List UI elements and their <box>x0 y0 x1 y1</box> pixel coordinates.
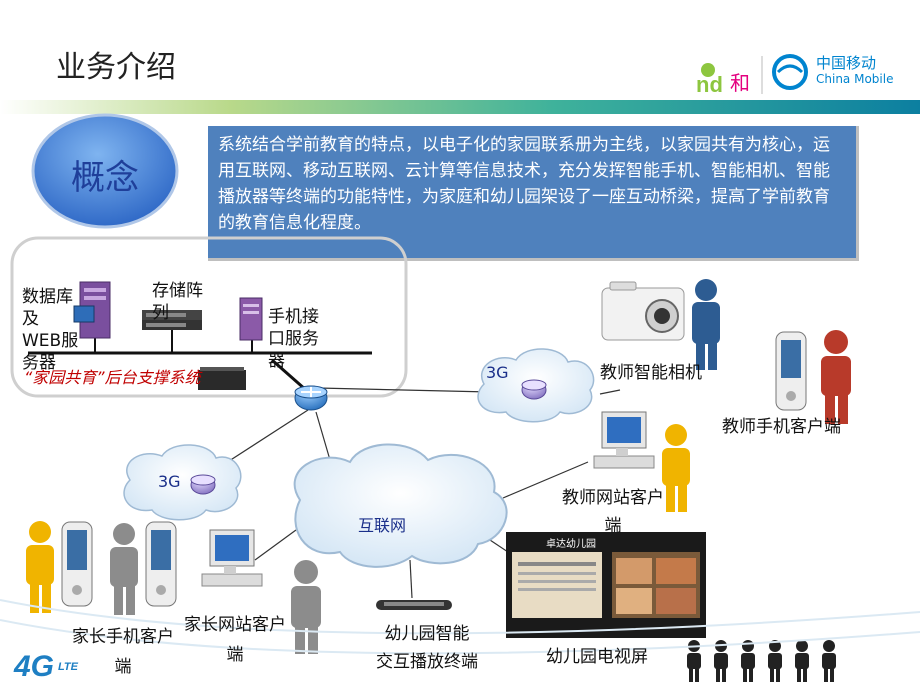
gateway-device-icon <box>198 370 246 390</box>
brand-cn: 中国移动 <box>816 54 877 72</box>
teacher-figure-yellow-icon <box>662 424 690 512</box>
brand-logo: nd 和 <box>692 52 892 97</box>
concept-badge <box>31 113 179 229</box>
svg-text:nd: nd <box>696 72 723 96</box>
teacher-web-label: 教师网站客户 端 <box>562 488 664 536</box>
header-divider <box>0 100 920 114</box>
teacher-pc-icon <box>593 411 655 469</box>
phone-server-label: 手机接 口服务 器 <box>268 307 319 371</box>
3g-left-label: 3G <box>158 472 181 491</box>
db-server-icon <box>73 281 111 339</box>
storage-array-icon <box>142 310 202 330</box>
backend-frame <box>10 236 408 398</box>
svg-text:和: 和 <box>730 71 750 95</box>
parent-figure-gray2-icon <box>291 560 321 654</box>
parent-figure-gray-icon <box>110 523 138 615</box>
crowd-icon <box>687 640 836 682</box>
internet-label: 互联网 <box>358 516 407 535</box>
backend-caption: “家园共育”后台支撑系统 <box>24 368 201 387</box>
teacher-figure-blue-icon <box>692 279 720 370</box>
concept-label: 概念 <box>71 158 139 198</box>
3g-cloud-right-icon <box>477 348 595 423</box>
teacher-camera-icon <box>601 281 685 341</box>
china-mobile-logo-icon: nd 和 <box>696 54 808 97</box>
parent-figure-yellow-icon <box>26 521 54 613</box>
teacher-phone-label: 教师手机客户端 <box>722 417 841 437</box>
concept-text: 系统结合学前教育的特点，以电子化的家园联系册为主线，以家园共有为核心，运用互联网… <box>218 135 830 233</box>
brand-en: China Mobile <box>816 72 894 86</box>
parent-phone-label: 家长手机客户 端 <box>72 627 174 677</box>
kg-tv-icon <box>506 532 706 638</box>
internet-cloud-icon <box>293 443 508 568</box>
parent-web-label: 家长网站客户 端 <box>184 615 286 665</box>
tv-screen-title: 卓达幼儿园 <box>546 539 596 550</box>
parent-pc-icon <box>201 529 263 587</box>
concept-box <box>208 126 859 261</box>
router-icon <box>294 385 328 411</box>
parent-phone-1-icon <box>61 521 93 607</box>
svg-text:4G: 4G <box>13 650 54 683</box>
teacher-figure-red-icon <box>821 330 851 424</box>
teacher-camera-label: 教师智能相机 <box>600 363 702 383</box>
parent-phone-2-icon <box>145 521 177 607</box>
db-server-label: 数据库 及 WEB服 务器 <box>22 287 79 373</box>
kg-terminal-label: 幼儿园智能 交互播放终端 <box>376 624 478 672</box>
phone-server-icon <box>239 297 263 341</box>
kg-tv-label: 幼儿园电视屏 <box>546 647 648 667</box>
3g-right-label: 3G <box>486 363 509 382</box>
svg-text:LTE: LTE <box>58 661 79 673</box>
4g-lte-logo-icon: 4G LTE <box>13 650 79 683</box>
storage-label: 存储阵 列 <box>152 281 203 323</box>
kg-terminal-icon <box>376 600 452 610</box>
3g-cloud-left-icon <box>123 444 242 521</box>
page-title: 业务介绍 <box>56 50 176 85</box>
teacher-phone-icon <box>775 331 807 411</box>
